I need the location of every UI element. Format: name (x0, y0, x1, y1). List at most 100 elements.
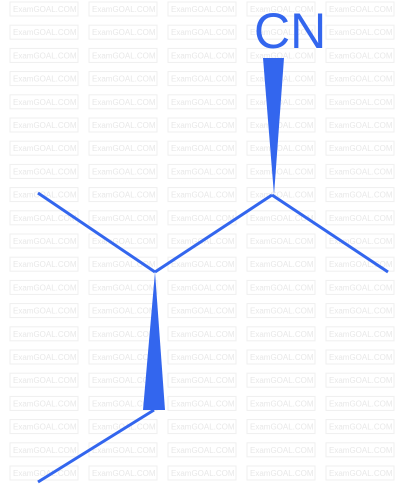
svg-text:ExamGOAL.COM: ExamGOAL.COM (329, 283, 393, 292)
watermark-tile: ExamGOAL.COM (325, 94, 395, 110)
svg-text:ExamGOAL.COM: ExamGOAL.COM (250, 330, 314, 339)
watermark-tile: ExamGOAL.COM (9, 349, 79, 365)
watermark-tile: ExamGOAL.COM (325, 279, 395, 295)
svg-text:ExamGOAL.COM: ExamGOAL.COM (92, 51, 156, 60)
watermark-tile: ExamGOAL.COM (88, 24, 158, 40)
watermark-tile: ExamGOAL.COM (325, 303, 395, 319)
bond-c4-c5 (37, 408, 155, 484)
svg-text:ExamGOAL.COM: ExamGOAL.COM (329, 28, 393, 37)
svg-text:ExamGOAL.COM: ExamGOAL.COM (13, 144, 77, 153)
svg-text:ExamGOAL.COM: ExamGOAL.COM (329, 307, 393, 316)
svg-text:ExamGOAL.COM: ExamGOAL.COM (13, 121, 77, 130)
cn-group-label: CN (254, 3, 326, 59)
svg-text:ExamGOAL.COM: ExamGOAL.COM (13, 446, 77, 455)
watermark-tile: ExamGOAL.COM (325, 349, 395, 365)
svg-text:ExamGOAL.COM: ExamGOAL.COM (92, 214, 156, 223)
svg-text:ExamGOAL.COM: ExamGOAL.COM (92, 121, 156, 130)
svg-text:ExamGOAL.COM: ExamGOAL.COM (171, 446, 235, 455)
watermark-tile: ExamGOAL.COM (9, 210, 79, 226)
svg-text:ExamGOAL.COM: ExamGOAL.COM (250, 98, 314, 107)
watermark-tile: ExamGOAL.COM (167, 303, 237, 319)
svg-text:ExamGOAL.COM: ExamGOAL.COM (250, 144, 314, 153)
watermark-tile: ExamGOAL.COM (9, 395, 79, 411)
watermark-tile: ExamGOAL.COM (167, 163, 237, 179)
wedge-bond-c3-c4 (143, 272, 165, 410)
svg-text:ExamGOAL.COM: ExamGOAL.COM (92, 376, 156, 385)
svg-text:ExamGOAL.COM: ExamGOAL.COM (329, 469, 393, 478)
svg-text:ExamGOAL.COM: ExamGOAL.COM (250, 283, 314, 292)
watermark-tile: ExamGOAL.COM (167, 465, 237, 481)
svg-text:ExamGOAL.COM: ExamGOAL.COM (250, 376, 314, 385)
svg-text:ExamGOAL.COM: ExamGOAL.COM (329, 353, 393, 362)
svg-text:ExamGOAL.COM: ExamGOAL.COM (92, 237, 156, 246)
watermark-tile: ExamGOAL.COM (167, 94, 237, 110)
svg-text:ExamGOAL.COM: ExamGOAL.COM (171, 376, 235, 385)
svg-text:ExamGOAL.COM: ExamGOAL.COM (13, 260, 77, 269)
watermark-tile: ExamGOAL.COM (246, 349, 316, 365)
watermark-tile: ExamGOAL.COM (167, 117, 237, 133)
svg-text:ExamGOAL.COM: ExamGOAL.COM (329, 376, 393, 385)
svg-text:ExamGOAL.COM: ExamGOAL.COM (92, 167, 156, 176)
watermark-tile: ExamGOAL.COM (246, 117, 316, 133)
svg-text:ExamGOAL.COM: ExamGOAL.COM (171, 423, 235, 432)
watermark-tile: ExamGOAL.COM (167, 47, 237, 63)
watermark-tile: ExamGOAL.COM (9, 279, 79, 295)
watermark-tile: ExamGOAL.COM (167, 140, 237, 156)
watermark-tile: ExamGOAL.COM (246, 303, 316, 319)
skeletal-structure (37, 58, 389, 484)
svg-text:ExamGOAL.COM: ExamGOAL.COM (171, 167, 235, 176)
watermark-tile: ExamGOAL.COM (325, 465, 395, 481)
watermark-tile: ExamGOAL.COM (9, 187, 79, 203)
svg-text:ExamGOAL.COM: ExamGOAL.COM (92, 283, 156, 292)
watermark-tile: ExamGOAL.COM (9, 372, 79, 388)
svg-text:ExamGOAL.COM: ExamGOAL.COM (250, 167, 314, 176)
watermark-tile: ExamGOAL.COM (325, 210, 395, 226)
watermark-tile: ExamGOAL.COM (9, 256, 79, 272)
svg-text:ExamGOAL.COM: ExamGOAL.COM (92, 144, 156, 153)
svg-text:ExamGOAL.COM: ExamGOAL.COM (13, 330, 77, 339)
svg-text:ExamGOAL.COM: ExamGOAL.COM (171, 353, 235, 362)
watermark-tile: ExamGOAL.COM (325, 140, 395, 156)
svg-text:ExamGOAL.COM: ExamGOAL.COM (171, 5, 235, 14)
watermark-tile: ExamGOAL.COM (9, 47, 79, 63)
svg-text:ExamGOAL.COM: ExamGOAL.COM (13, 98, 77, 107)
svg-text:ExamGOAL.COM: ExamGOAL.COM (92, 28, 156, 37)
svg-text:ExamGOAL.COM: ExamGOAL.COM (13, 51, 77, 60)
svg-text:ExamGOAL.COM: ExamGOAL.COM (13, 28, 77, 37)
watermark-tile: ExamGOAL.COM (9, 419, 79, 435)
watermark-tile: ExamGOAL.COM (88, 349, 158, 365)
watermark-tile: ExamGOAL.COM (9, 94, 79, 110)
svg-text:ExamGOAL.COM: ExamGOAL.COM (92, 446, 156, 455)
watermark-tile: ExamGOAL.COM (88, 187, 158, 203)
svg-text:ExamGOAL.COM: ExamGOAL.COM (171, 283, 235, 292)
svg-text:ExamGOAL.COM: ExamGOAL.COM (171, 51, 235, 60)
watermark-tile: ExamGOAL.COM (9, 117, 79, 133)
svg-text:ExamGOAL.COM: ExamGOAL.COM (171, 330, 235, 339)
watermark-tile: ExamGOAL.COM (88, 1, 158, 17)
svg-text:ExamGOAL.COM: ExamGOAL.COM (92, 307, 156, 316)
svg-text:ExamGOAL.COM: ExamGOAL.COM (329, 167, 393, 176)
svg-text:ExamGOAL.COM: ExamGOAL.COM (92, 5, 156, 14)
svg-text:ExamGOAL.COM: ExamGOAL.COM (171, 260, 235, 269)
wedge-bond-c2-cn (263, 58, 284, 195)
svg-text:ExamGOAL.COM: ExamGOAL.COM (92, 260, 156, 269)
svg-text:ExamGOAL.COM: ExamGOAL.COM (13, 283, 77, 292)
watermark-tile: ExamGOAL.COM (246, 163, 316, 179)
svg-text:ExamGOAL.COM: ExamGOAL.COM (250, 5, 314, 14)
svg-text:ExamGOAL.COM: ExamGOAL.COM (250, 423, 314, 432)
watermark-tile: ExamGOAL.COM (88, 163, 158, 179)
svg-text:ExamGOAL.COM: ExamGOAL.COM (329, 330, 393, 339)
svg-text:ExamGOAL.COM: ExamGOAL.COM (92, 353, 156, 362)
watermark-tile: ExamGOAL.COM (246, 372, 316, 388)
svg-text:ExamGOAL.COM: ExamGOAL.COM (171, 469, 235, 478)
watermark-tile: ExamGOAL.COM (325, 256, 395, 272)
svg-text:ExamGOAL.COM: ExamGOAL.COM (92, 191, 156, 200)
watermark-tile: ExamGOAL.COM (325, 1, 395, 17)
svg-text:ExamGOAL.COM: ExamGOAL.COM (92, 98, 156, 107)
svg-text:ExamGOAL.COM: ExamGOAL.COM (250, 28, 314, 37)
watermark-tile: ExamGOAL.COM (88, 117, 158, 133)
watermark-tile: ExamGOAL.COM (325, 419, 395, 435)
svg-text:ExamGOAL.COM: ExamGOAL.COM (171, 191, 235, 200)
watermark-tile: ExamGOAL.COM (88, 256, 158, 272)
